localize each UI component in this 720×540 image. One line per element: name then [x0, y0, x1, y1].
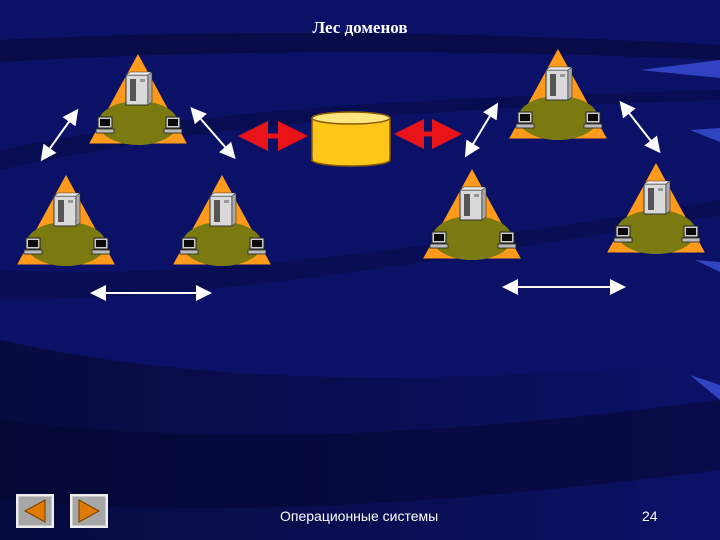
next-slide-button[interactable]	[70, 494, 108, 528]
trust-arrow-left-tree-b	[190, 106, 236, 160]
trust-arrow-right-tree-b	[619, 100, 661, 154]
domain-root-left	[89, 54, 187, 146]
footer-course-title: Операционные системы	[280, 508, 439, 524]
domain-root-right	[509, 49, 607, 141]
domain-child-left-1	[17, 175, 115, 267]
slide-page-number: 24	[642, 508, 658, 524]
triangle-left-icon	[23, 499, 46, 523]
previous-slide-button[interactable]	[16, 494, 54, 528]
domain-child-right-1	[423, 169, 521, 261]
triangle-right-icon	[78, 499, 101, 523]
domain-child-left-2	[173, 175, 271, 267]
trust-arrow-left-tree-a	[40, 108, 79, 162]
slide-title: Лес доменов	[312, 18, 408, 37]
domain-child-right-2	[607, 163, 705, 255]
trust-arrow-right-tree-a	[464, 102, 499, 158]
database-cylinder-icon	[311, 111, 391, 167]
